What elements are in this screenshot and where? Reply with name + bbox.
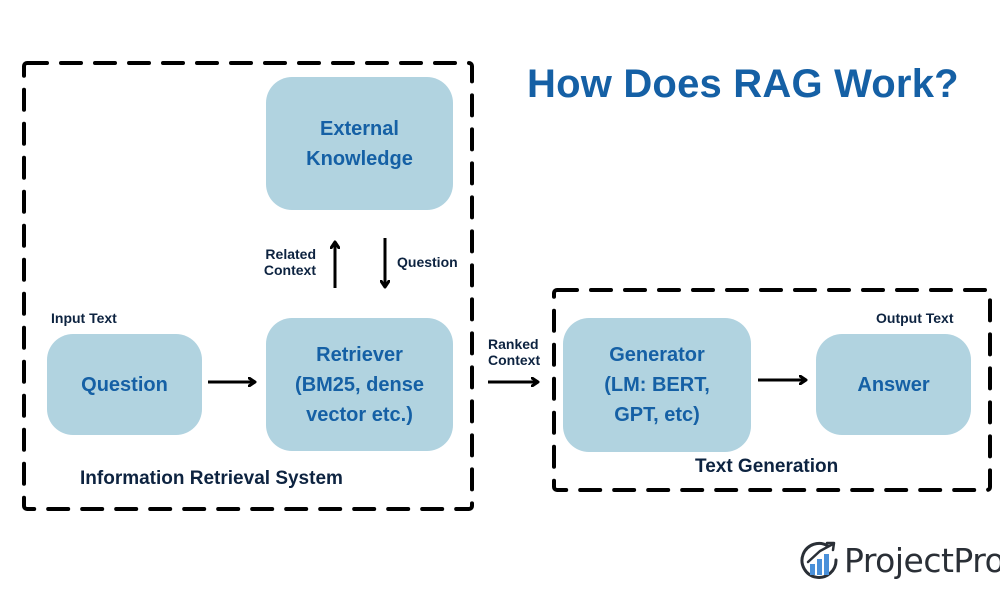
group-label-retrieval: Information Retrieval System [80,468,343,489]
node-generator: Generator (LM: BERT, GPT, etc) [563,318,751,452]
group-label-generation: Text Generation [695,456,839,477]
node-retriever: Retriever (BM25, dense vector etc.) [266,318,453,451]
generation-group-border [552,288,992,492]
label-output-text: Output Text [876,310,954,326]
logo-text: ProjectPro [844,540,1000,580]
growth-chart-icon [800,541,838,579]
node-answer: Answer [816,334,971,435]
retrieval-group-border [22,61,474,511]
label-ranked-context: Ranked Context [488,336,541,368]
label-related-context: Related Context [263,246,316,278]
node-question: Question [47,334,202,435]
projectpro-logo: ProjectPro [800,540,1000,580]
node-external-knowledge: External Knowledge [266,77,453,210]
label-question: Question [397,254,458,270]
label-input-text: Input Text [51,310,117,326]
page-title: How Does RAG Work? [527,62,959,106]
